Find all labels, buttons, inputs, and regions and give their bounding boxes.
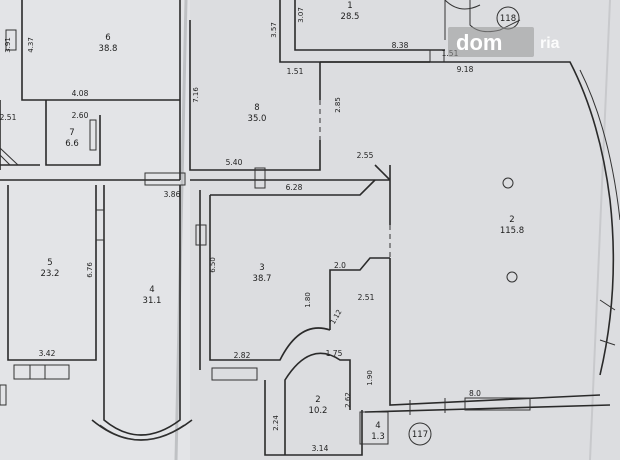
building-number-bottom-badge: 117 [408, 422, 432, 446]
building-number-top: 118 [500, 14, 516, 24]
dim-label: 2.60 [72, 111, 89, 120]
dim-label: 2.62 [344, 392, 352, 408]
building-number-bottom: 117 [412, 430, 428, 440]
watermark-box [448, 27, 534, 57]
room-7-number: 7 [69, 128, 74, 138]
dim-label: 1.51 [287, 67, 304, 76]
dim-label: 3.86 [164, 190, 181, 199]
room-2-small-area: 10.2 [309, 406, 328, 416]
dim-label: 7.16 [192, 87, 200, 103]
dim-label: 3.42 [39, 349, 56, 358]
dim-label: 5.40 [226, 158, 243, 167]
dim-label: 2.55 [357, 151, 374, 160]
dim-label: 6.28 [286, 183, 303, 192]
dim-label: 2.82 [234, 351, 251, 360]
room-5-area: 23.2 [41, 269, 60, 279]
dim-label: 1.90 [366, 370, 374, 386]
room-1-area: 28.5 [341, 12, 360, 22]
dim-label: 2.51 [358, 293, 375, 302]
rooms-lower-left [0, 172, 193, 441]
dim-label: 8.38 [392, 41, 409, 50]
dim-label: 1.75 [326, 349, 343, 358]
paper-edge [589, 0, 611, 460]
dim-label: 3.57 [270, 22, 278, 38]
dim-label: 6.76 [86, 262, 94, 278]
dim-label: 2.0 [334, 261, 346, 270]
dim-label: 6.50 [209, 257, 217, 273]
room-3-number: 3 [259, 263, 264, 273]
room-4-area: 31.1 [143, 296, 162, 306]
room-6-area: 38.8 [99, 44, 118, 54]
watermark: dom ria [448, 27, 560, 57]
room-3-outline [195, 179, 390, 381]
dim-label: 9.18 [457, 65, 474, 74]
dim-label: 2.85 [334, 97, 342, 113]
room-8-outline [189, 20, 390, 189]
room-7-area: 6.6 [65, 139, 79, 149]
room-8-number: 8 [254, 103, 259, 113]
dim-label: 2.24 [272, 415, 280, 431]
room-4-number: 4 [149, 285, 154, 295]
room-3-area: 38.7 [253, 274, 272, 284]
dim-label: 3.91 [4, 37, 12, 53]
watermark-brand: dom [456, 30, 502, 55]
room-2-large-outline [320, 0, 620, 415]
dim-label: 4.37 [27, 37, 35, 53]
room-6-number: 6 [105, 33, 110, 43]
room-2-area: 115.8 [500, 226, 524, 236]
room-4-small-area: 1.3 [371, 432, 385, 442]
room-2-small-number: 2 [315, 395, 320, 405]
dim-label: 2.51 [0, 113, 17, 122]
left-page [0, 0, 190, 460]
room-4-small-number: 4 [375, 421, 380, 431]
rooms-upper-left [0, 0, 181, 180]
dim-label: 3.07 [297, 7, 305, 23]
page-fold [174, 0, 188, 460]
watermark-suffix: ria [540, 35, 560, 52]
dim-label: 4.08 [72, 89, 89, 98]
room-1-number: 1 [347, 1, 352, 11]
dim-label: 8.0 [469, 389, 481, 398]
dim-label: 3.14 [312, 444, 329, 453]
room-8-area: 35.0 [248, 114, 267, 124]
room-5-number: 5 [47, 258, 52, 268]
dim-label: 1.80 [304, 292, 312, 308]
room-2-number: 2 [509, 215, 514, 225]
